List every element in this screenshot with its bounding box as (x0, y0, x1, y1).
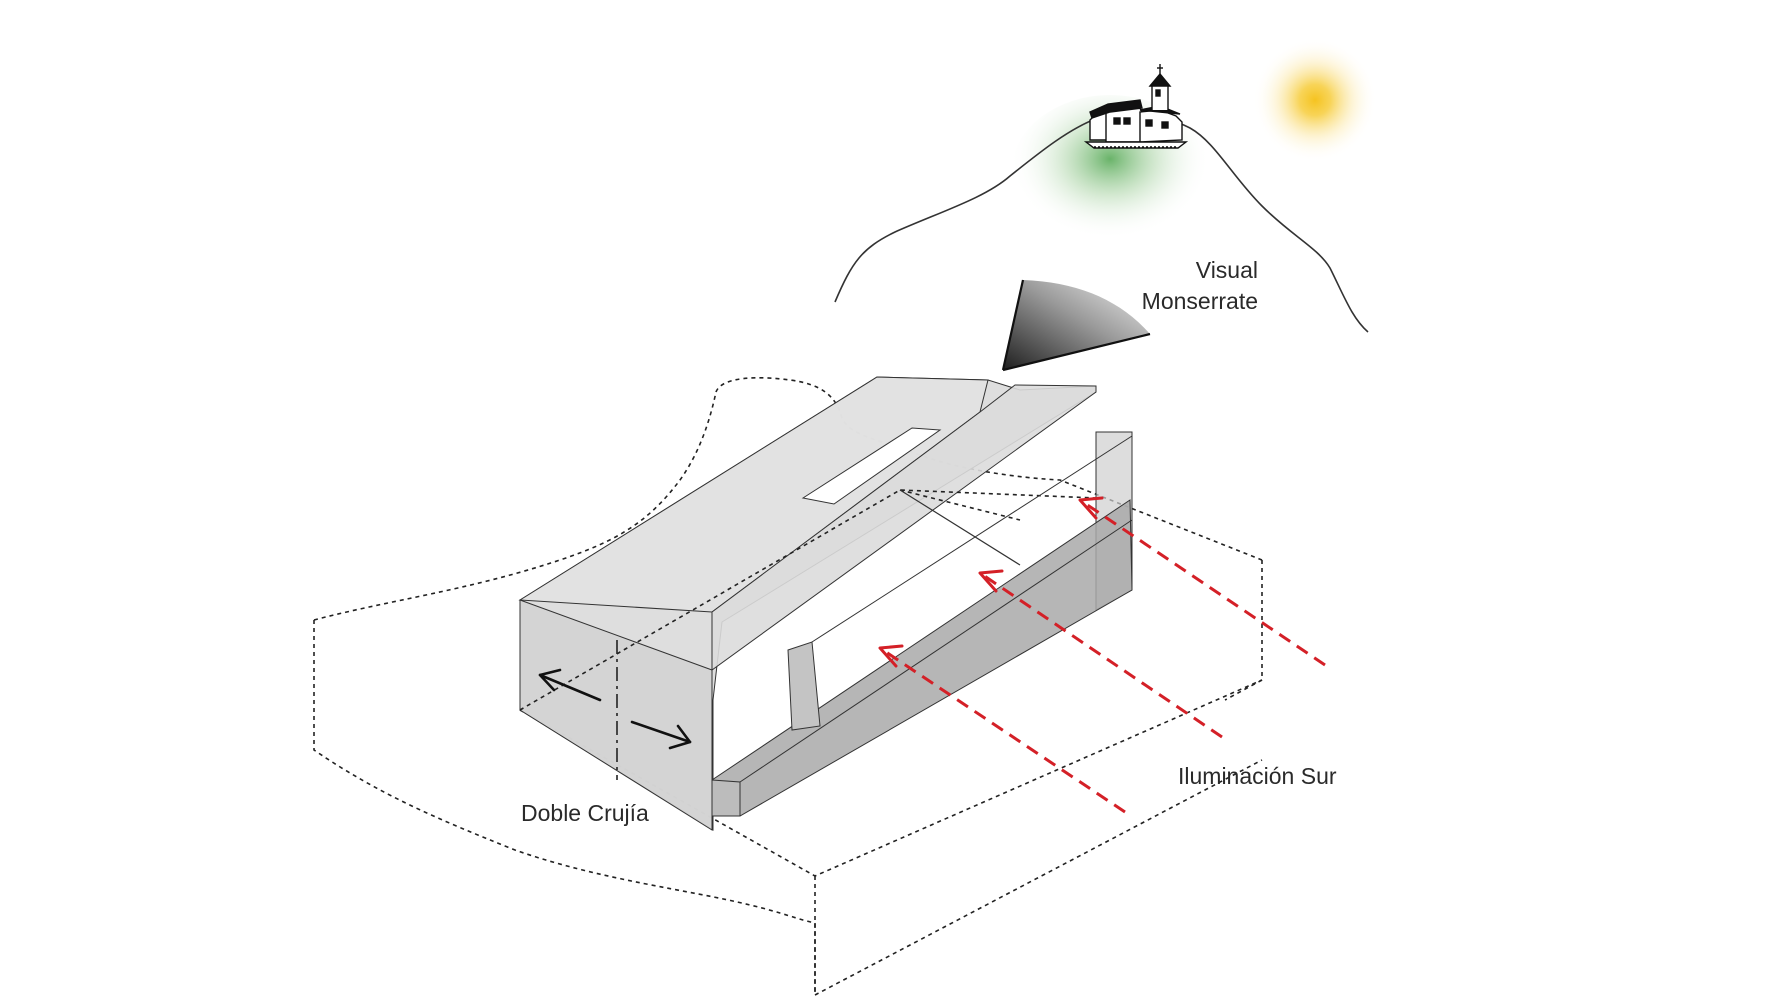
double-bay-label: Doble Crujía (521, 800, 649, 826)
monserrate-label: Monserrate (1142, 288, 1258, 314)
visual-label: Visual (1196, 257, 1258, 283)
sun-icon (1253, 38, 1377, 162)
double-bay-arrows (538, 668, 692, 750)
illumination-label: Iluminación Sur (1178, 763, 1337, 789)
view-cone-icon (1001, 279, 1151, 372)
building-volume (518, 376, 1133, 831)
monserrate-sanctuary-icon (1083, 64, 1189, 149)
south-illumination-rays (878, 496, 1326, 814)
